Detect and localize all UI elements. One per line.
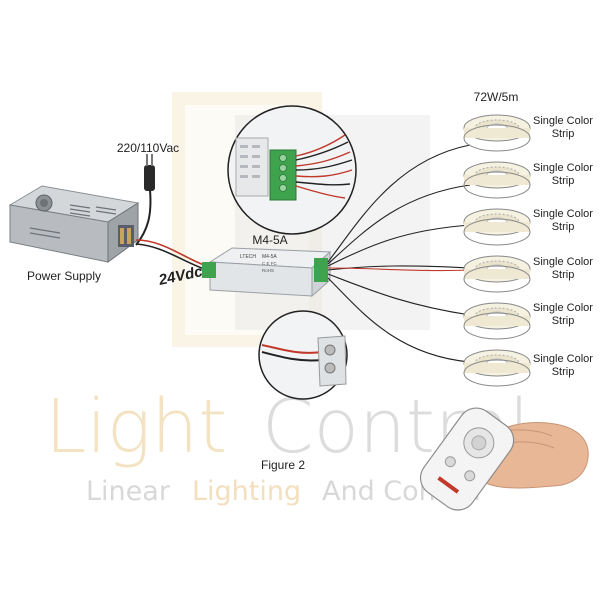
terminal-detail-magnifier — [227, 105, 357, 235]
strip-power-label: 72W/5m — [474, 90, 519, 104]
strip-wires — [327, 144, 471, 363]
strip-label-1-line2: Strip — [552, 128, 575, 140]
controller-face-model: M4-5A — [262, 254, 277, 260]
strip-reel-1 — [463, 114, 531, 152]
strip-reel-6 — [463, 349, 531, 387]
controller-rohs: RoHS — [262, 268, 274, 273]
strip-label-3-line1: Single Color — [533, 208, 593, 220]
strip-label-4-line2: Strip — [552, 269, 575, 281]
strip-label-6-line1: Single Color — [533, 353, 593, 365]
strip-label-6-line2: Strip — [552, 366, 575, 378]
power-supply-unit — [8, 185, 140, 263]
strip-label-1-line1: Single Color — [533, 115, 593, 127]
input-detail-magnifier — [258, 310, 348, 400]
strip-label-4-line1: Single Color — [533, 256, 593, 268]
watermark-light: Light — [45, 384, 227, 470]
led-strip-reels — [463, 114, 531, 387]
strip-reel-2 — [463, 161, 531, 199]
strip-reel-4 — [463, 255, 531, 293]
input-voltage-label: 220/110Vac — [117, 141, 179, 155]
m4-5a-receiver: LTECH M4-5A C E FC RoHS — [202, 247, 332, 298]
mains-plug — [135, 154, 155, 246]
power-supply-label: Power Supply — [27, 269, 101, 283]
strip-label-3-line2: Strip — [552, 221, 575, 233]
hand-with-remote — [419, 407, 589, 511]
watermark-linear: Linear — [86, 476, 171, 507]
controller-brand: LTECH — [240, 254, 256, 260]
strip-labels: Single Color Strip Single Color Strip Si… — [533, 115, 593, 378]
figure-label: Figure 2 — [261, 458, 305, 472]
watermark-lighting: Lighting — [192, 476, 301, 507]
strip-label-5-line2: Strip — [552, 315, 575, 327]
strip-label-2-line2: Strip — [552, 175, 575, 187]
strip-label-2-line1: Single Color — [533, 162, 593, 174]
strip-label-5-line1: Single Color — [533, 302, 593, 314]
strip-reel-3 — [463, 208, 531, 246]
strip-reel-5 — [463, 302, 531, 340]
remote-control — [419, 407, 515, 511]
controller-ce: C E FC — [262, 261, 278, 266]
controller-model-label: M4-5A — [252, 233, 287, 247]
watermark-text: Light Control Linear Lighting And Contro… — [45, 384, 530, 507]
